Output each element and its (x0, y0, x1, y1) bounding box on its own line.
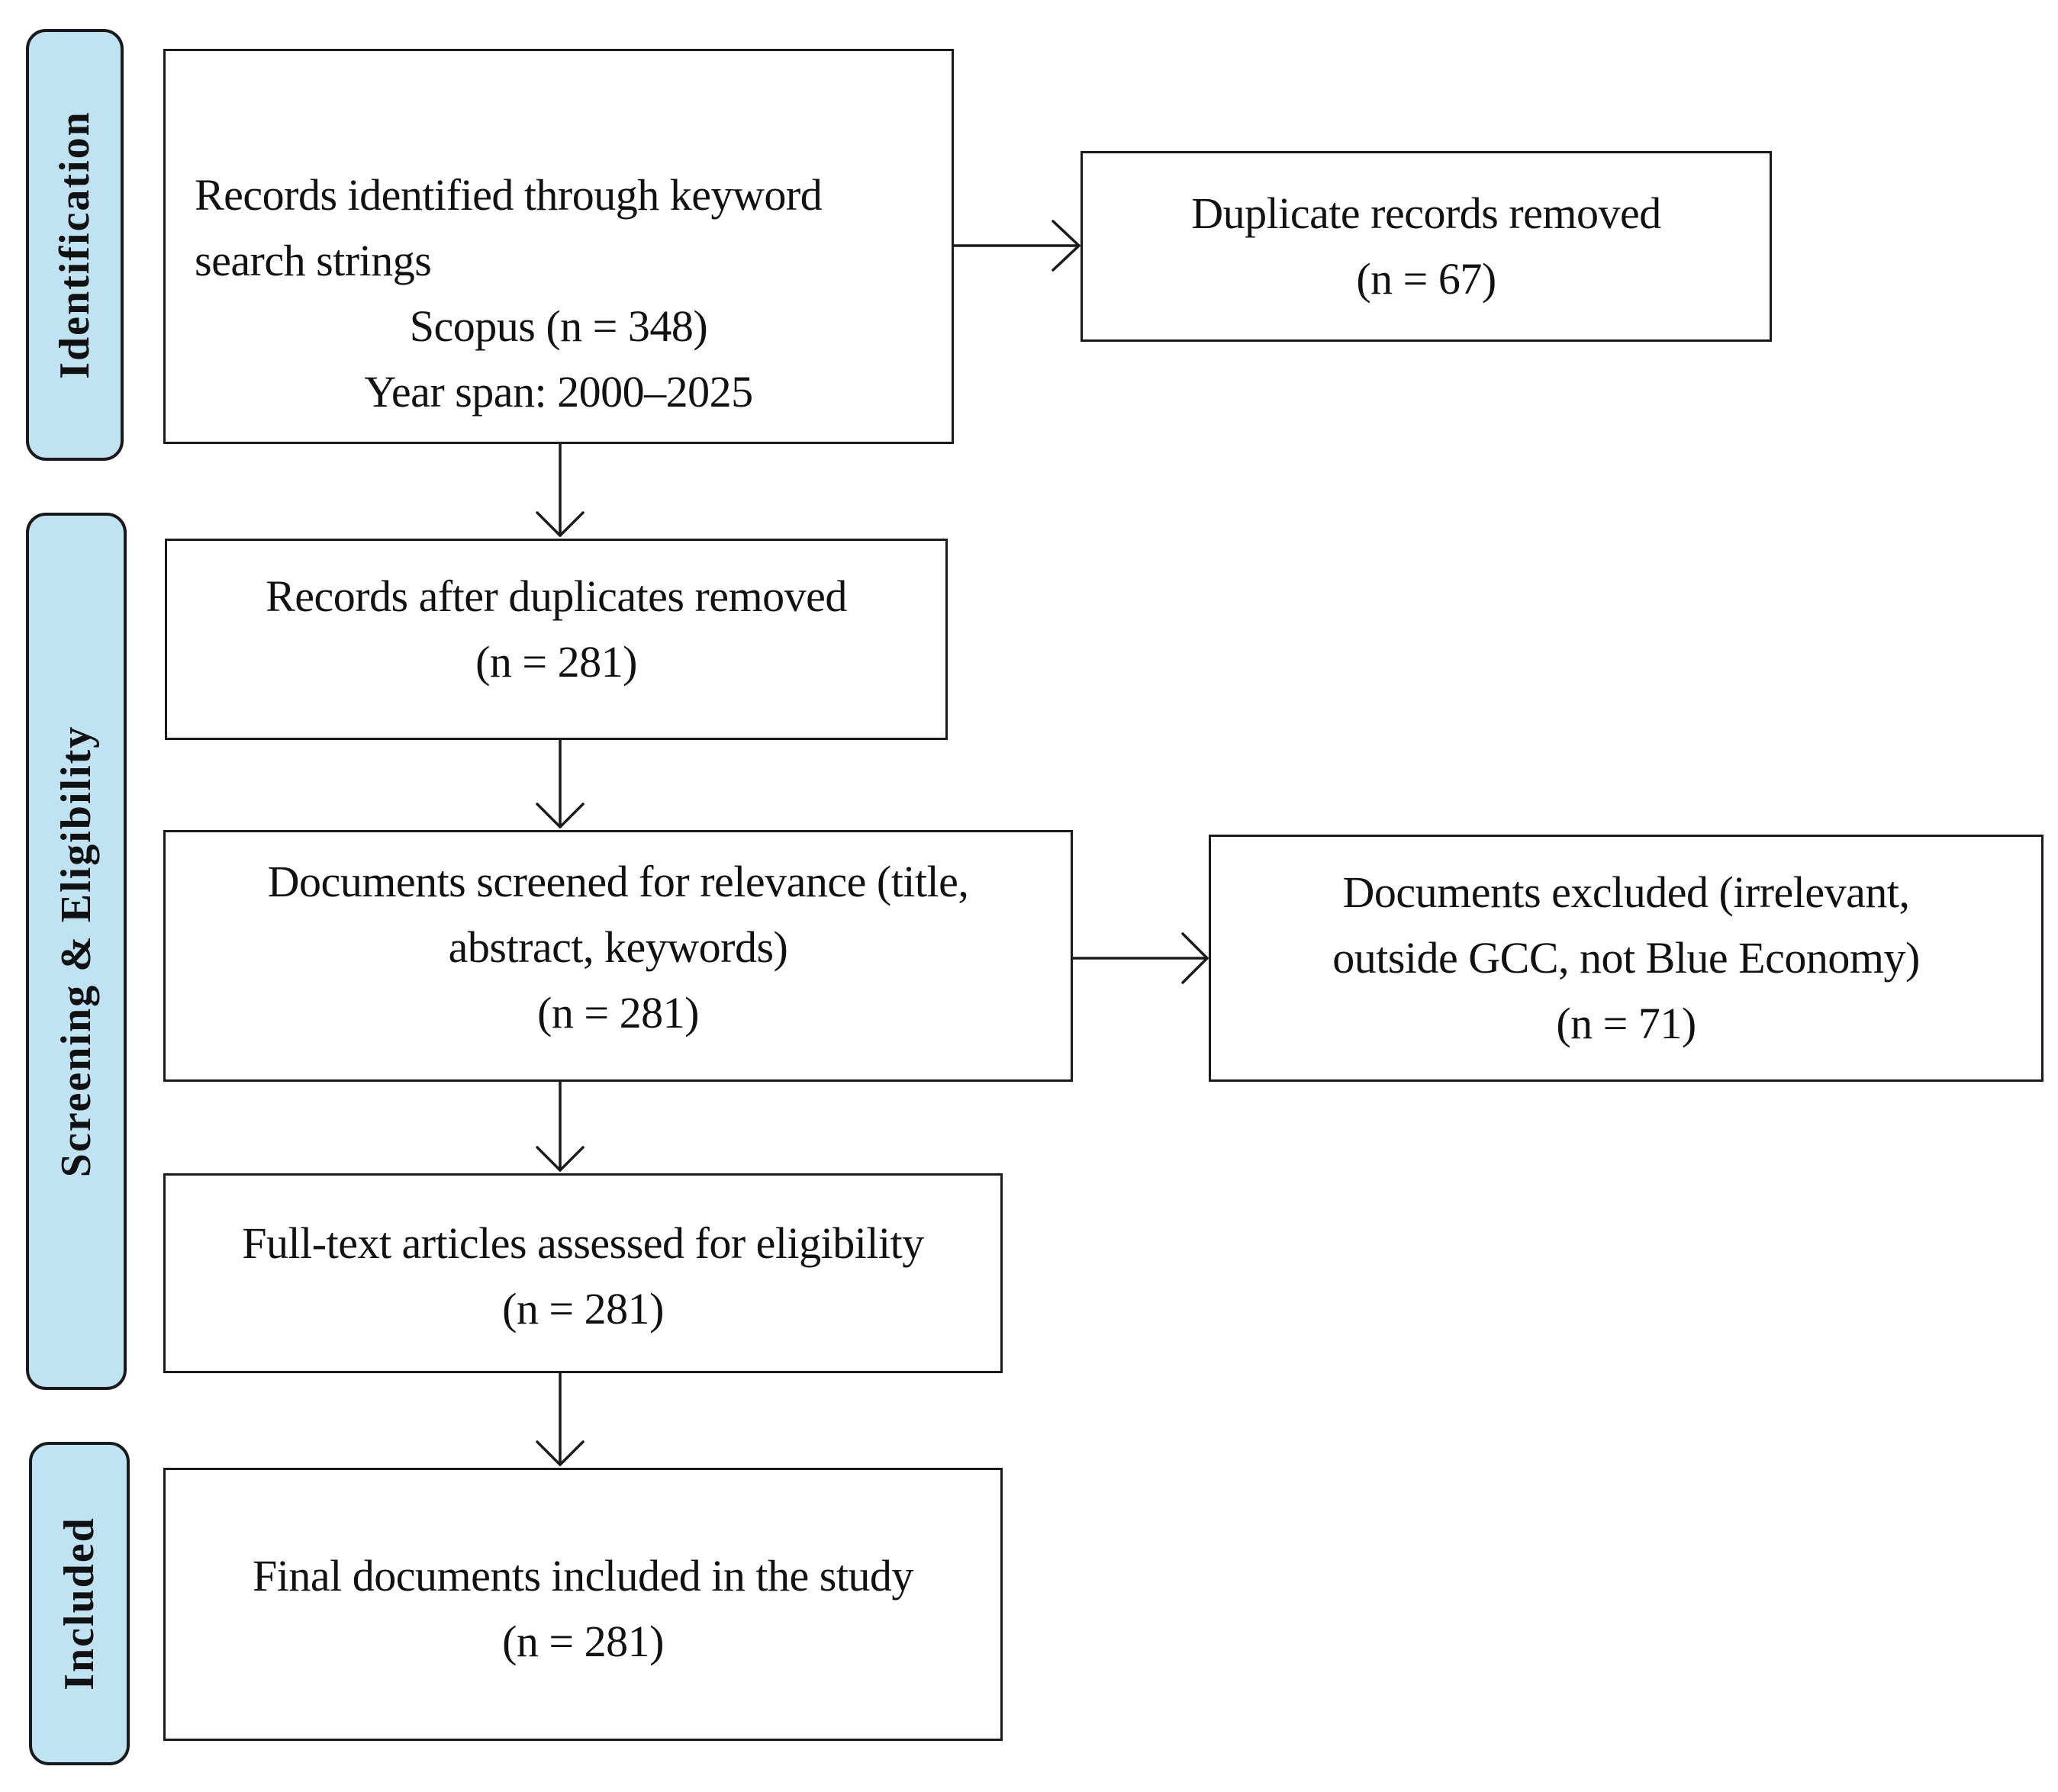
arrow-to-full-text-assessed (536, 1080, 585, 1172)
records-after-duplicates-box: Records after duplicates removed (n = 28… (165, 539, 948, 740)
arrow-to-records-after-duplicates (536, 442, 585, 537)
full-text-assessed-label: Full-text articles assessed for eligibil… (242, 1218, 924, 1268)
arrow-to-documents-excluded (1071, 932, 1209, 984)
phase-included: Included (29, 1442, 130, 1765)
final-included-box: Final documents included in the study (n… (163, 1468, 1003, 1741)
duplicates-removed-count: (n = 67) (1356, 254, 1496, 304)
records-after-duplicates-label: Records after duplicates removed (266, 571, 847, 621)
documents-excluded-box: Documents excluded (irrelevant, outside … (1209, 835, 2044, 1082)
documents-excluded-label-2: outside GCC, not Blue Economy) (1332, 933, 1920, 983)
phase-screening-eligibility: Screening & Eligibility (26, 513, 127, 1390)
full-text-assessed-box: Full-text articles assessed for eligibil… (163, 1173, 1003, 1373)
records-identified-source: Scopus (n = 348) (409, 301, 708, 351)
records-identified-line1: Records identified through keyword (195, 170, 823, 220)
arrow-to-duplicates-removed (952, 220, 1081, 272)
duplicates-removed-label: Duplicate records removed (1191, 188, 1661, 238)
full-text-assessed-count: (n = 281) (502, 1284, 664, 1334)
documents-screened-box: Documents screened for relevance (title,… (163, 830, 1073, 1082)
records-identified-line2: search strings (195, 236, 432, 285)
records-identified-box: Records identified through keyword searc… (163, 49, 954, 444)
records-after-duplicates-count: (n = 281) (475, 637, 637, 687)
final-included-label: Final documents included in the study (253, 1551, 913, 1601)
phase-identification: Identification (26, 29, 124, 461)
arrow-to-final-included (536, 1372, 585, 1466)
documents-screened-label-1: Documents screened for relevance (title, (267, 857, 969, 906)
records-identified-year-span: Year span: 2000–2025 (364, 367, 753, 417)
documents-excluded-label-1: Documents excluded (irrelevant, (1342, 867, 1910, 917)
documents-screened-count: (n = 281) (537, 988, 699, 1038)
arrow-to-documents-screened (536, 738, 585, 828)
final-included-count: (n = 281) (502, 1617, 664, 1666)
duplicates-removed-box: Duplicate records removed (n = 67) (1081, 151, 1772, 342)
documents-screened-label-2: abstract, keywords) (448, 922, 788, 972)
documents-excluded-count: (n = 71) (1556, 999, 1696, 1048)
